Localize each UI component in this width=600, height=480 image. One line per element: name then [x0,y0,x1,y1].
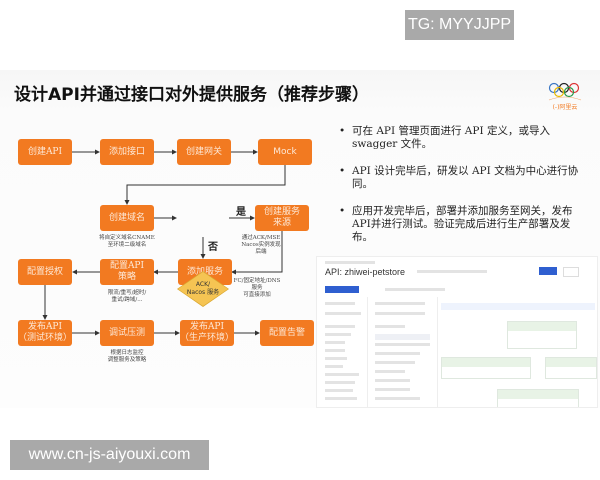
svg-text:(-)阿里云: (-)阿里云 [553,103,578,111]
publish-button[interactable] [539,267,557,275]
step-add-interface: 添加接口 [100,139,154,165]
decision-diamond: ACK/ Nacos 服务 [177,271,229,307]
bullet-item: 可在 API 管理页面进行 API 定义，或导入 swagger 文件。 [336,125,586,151]
step-mock: Mock [258,139,312,165]
step-publish-test: 发布API （测试环境） [18,320,72,346]
step-config-api-policy: 配置API 策略 [100,259,154,285]
step-create-api: 创建API [18,139,72,165]
step-publish-prod: 发布API （生产环境） [180,320,234,346]
step-debug-test: 调试压测 [100,320,154,346]
step-create-domain: 创建域名 [100,205,154,231]
bullet-item: 应用开发完毕后，部署并添加服务至网关，发布API并进行测试。验证完成后进行生产部… [336,205,586,244]
slide-title: 设计API并通过接口对外提供服务（推荐步骤） [14,85,369,105]
caption-policy: 限流/重写/超时/ 重试/跨域/... [107,290,147,303]
yes-label: 是 [236,207,246,218]
bullet-list: 可在 API 管理页面进行 API 定义，或导入 swagger 文件。 API… [336,125,586,258]
decision-label: ACK/ Nacos 服务 [186,281,220,296]
watermark-bottom: www.cn-js-aiyouxi.com [10,440,209,470]
aliyun-olympic-logo: (-)阿里云 [548,82,582,111]
watermark-top: TG: MYYJJPP [405,10,514,40]
api-console-title: API: zhiwei-petstore [325,267,406,277]
caption-add-service: FC/固定地址/DNS 服务 可直接添加 [233,278,281,298]
step-create-gateway: 创建网关 [177,139,231,165]
step-config-alert: 配置告警 [260,320,314,346]
no-label: 否 [208,242,218,253]
caption-domain: 将自定义域名CNAME 至环境二级域名 [99,235,155,248]
flow-connectors [42,149,286,336]
caption-service-source: 通过ACK/MSE Nacos实例发现 后端 [241,235,281,255]
caption-debug: 根据日志监控 调整服务及策略 [107,350,147,363]
step-create-service-source: 创建服务 来源 [255,205,309,231]
slide: 设计API并通过接口对外提供服务（推荐步骤） (-)阿里云 创建API [0,70,600,408]
bullet-item: API 设计完毕后，研发以 API 文档为中心进行协同。 [336,165,586,191]
api-console-screenshot: API: zhiwei-petstore [316,256,598,408]
step-config-auth: 配置授权 [18,259,72,285]
